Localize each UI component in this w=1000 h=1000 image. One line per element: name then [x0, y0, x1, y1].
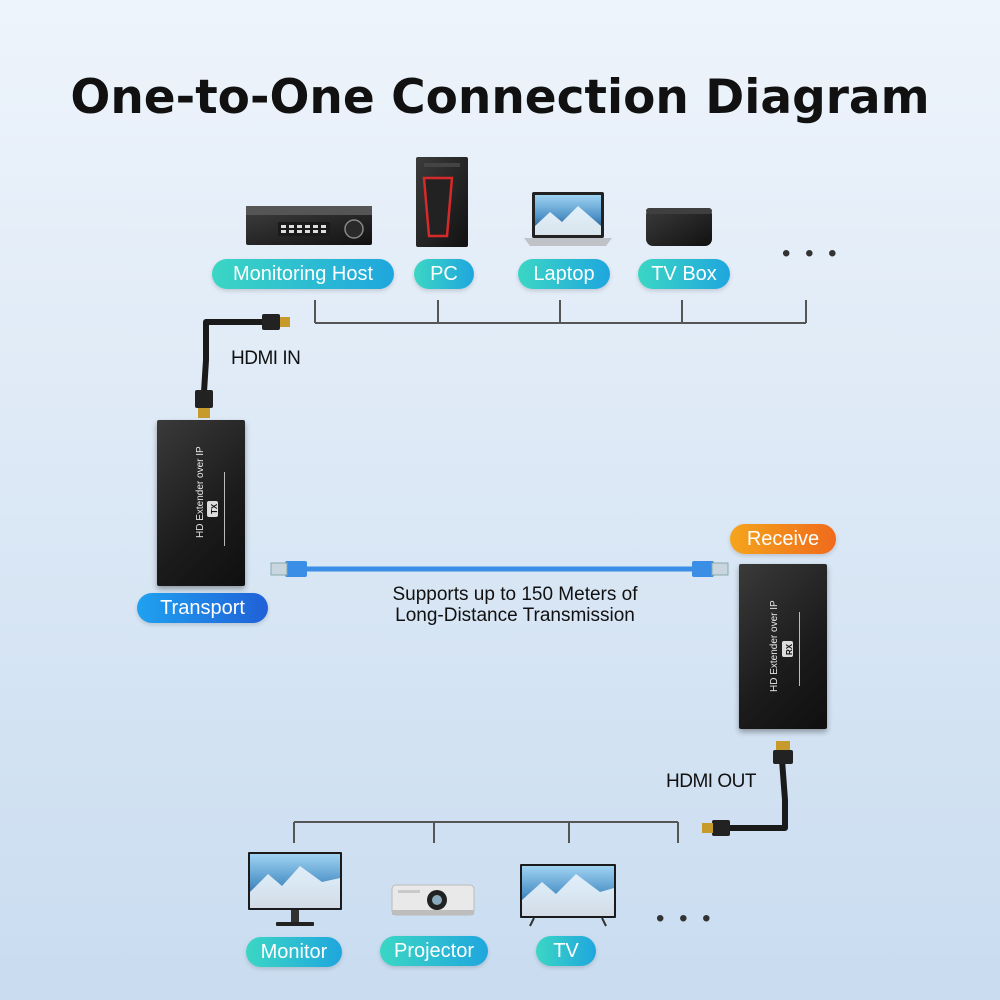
- display-label-tv: TV: [536, 936, 596, 966]
- hdmi-out-cable: [702, 741, 793, 836]
- more-displays-ellipsis: • • •: [656, 905, 715, 932]
- hdmi-out-label: HDMI OUT: [666, 771, 756, 792]
- ethernet-cable: [270, 561, 729, 577]
- tv-box-icon: [646, 208, 712, 246]
- receiver-accent-line: [799, 612, 800, 686]
- display-label-projector: Projector: [380, 936, 488, 966]
- cable-caption: Supports up to 150 Meters of Long-Distan…: [360, 584, 670, 626]
- transport-label: Transport: [137, 593, 268, 623]
- dvr-icon: [246, 206, 372, 245]
- diagram-title: One-to-One Connection Diagram: [70, 70, 930, 125]
- source-label-pc: PC: [414, 259, 474, 289]
- hdmi-in-cable: [195, 314, 290, 418]
- display-bracket: [293, 821, 679, 843]
- projector-icon: [391, 884, 475, 916]
- laptop-icon: [524, 192, 612, 246]
- monitor-icon: [248, 852, 342, 926]
- source-label-laptop: Laptop: [518, 259, 610, 289]
- transmitter-device-text: HD Extender over IP: [195, 446, 206, 538]
- more-sources-ellipsis: • • •: [782, 240, 841, 267]
- transmitter-accent-line: [224, 472, 225, 546]
- transmitter-badge: TX: [207, 501, 219, 517]
- pc-tower-icon: [416, 157, 468, 247]
- receiver-badge: RX: [782, 641, 794, 657]
- source-label-monitoring-host: Monitoring Host: [212, 259, 394, 289]
- receiver-device-text: HD Extender over IP: [769, 600, 780, 692]
- receiver-device: HD Extender over IP RX: [739, 564, 827, 729]
- transmitter-device: HD Extender over IP TX: [157, 420, 245, 586]
- cable-caption-line-2: Long-Distance Transmission: [395, 605, 635, 626]
- display-label-monitor: Monitor: [246, 937, 342, 967]
- receive-label: Receive: [730, 524, 836, 554]
- source-bracket: [314, 300, 807, 324]
- cable-caption-line-1: Supports up to 150 Meters of: [392, 584, 638, 605]
- hdmi-in-label: HDMI IN: [231, 348, 301, 369]
- source-label-tv-box: TV Box: [638, 259, 730, 289]
- tv-icon: [520, 864, 616, 927]
